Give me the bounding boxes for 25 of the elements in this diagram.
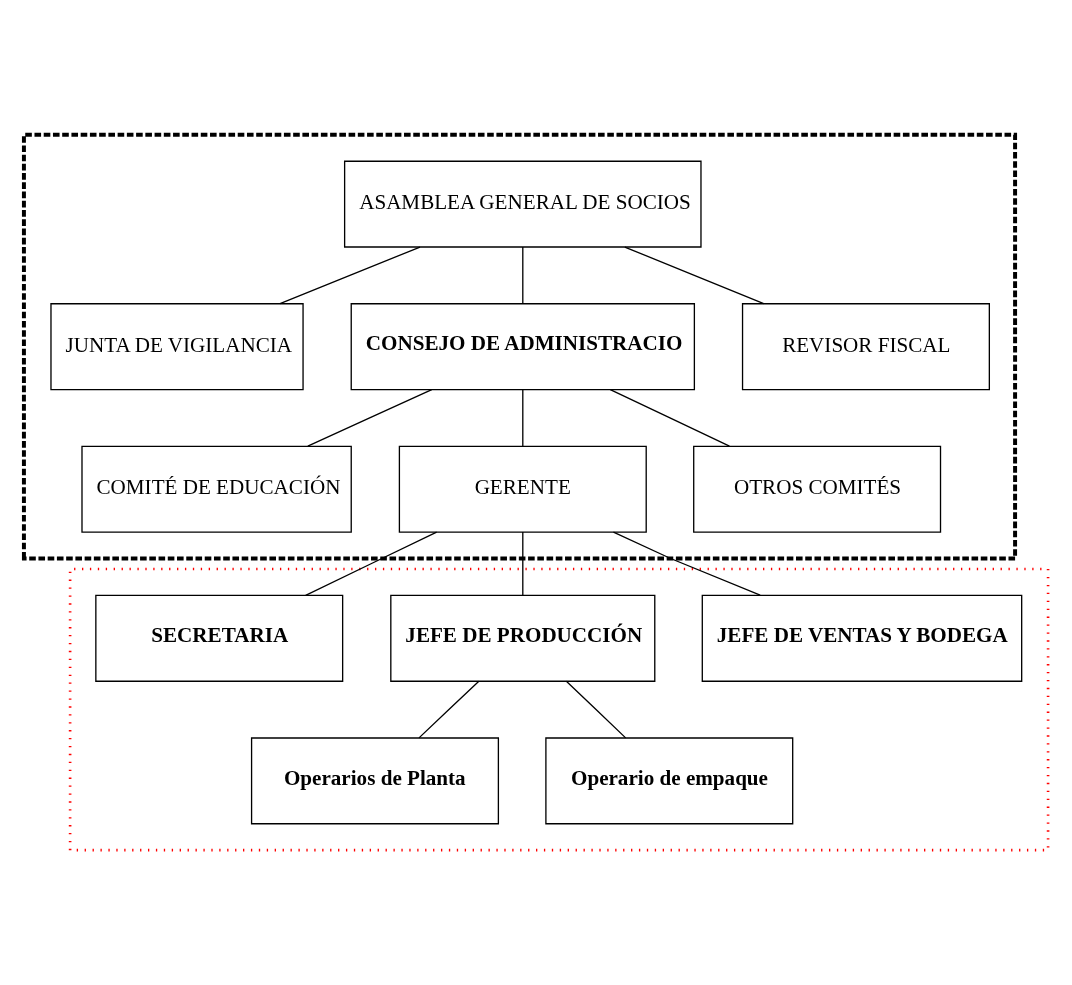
connector (624, 246, 765, 305)
connector (612, 531, 761, 596)
cluster (21, 132, 1018, 561)
node-box: JUNTA DE VIGILANCIA (50, 303, 304, 391)
node-box: Operarios de Planta (250, 737, 500, 825)
connector (304, 531, 438, 596)
connector (522, 388, 524, 447)
node-box: JEFE DE VENTAS Y BODEGA (701, 594, 1023, 682)
connector (418, 680, 480, 739)
connector (307, 388, 433, 447)
node-box: OTROS COMITÉS (693, 445, 942, 533)
node-box: Operario de empaque (545, 737, 794, 825)
node-box: COMITÉ DE EDUCACIÓN (81, 445, 352, 533)
node-box: CONSEJO DE ADMINISTRACIO (350, 303, 696, 391)
node-box: GERENTE (398, 445, 647, 533)
connector (522, 246, 524, 305)
cluster (68, 567, 1050, 852)
node-box: ASAMBLEA GENERAL DE SOCIOS (343, 160, 702, 248)
node-box: JEFE DE PRODUCCIÓN (390, 594, 656, 682)
node-box: REVISOR FISCAL (741, 303, 990, 391)
connector (279, 246, 421, 305)
connector (609, 388, 731, 447)
connector (522, 531, 524, 596)
node-box: SECRETARIA (95, 594, 344, 682)
connector (565, 680, 627, 739)
